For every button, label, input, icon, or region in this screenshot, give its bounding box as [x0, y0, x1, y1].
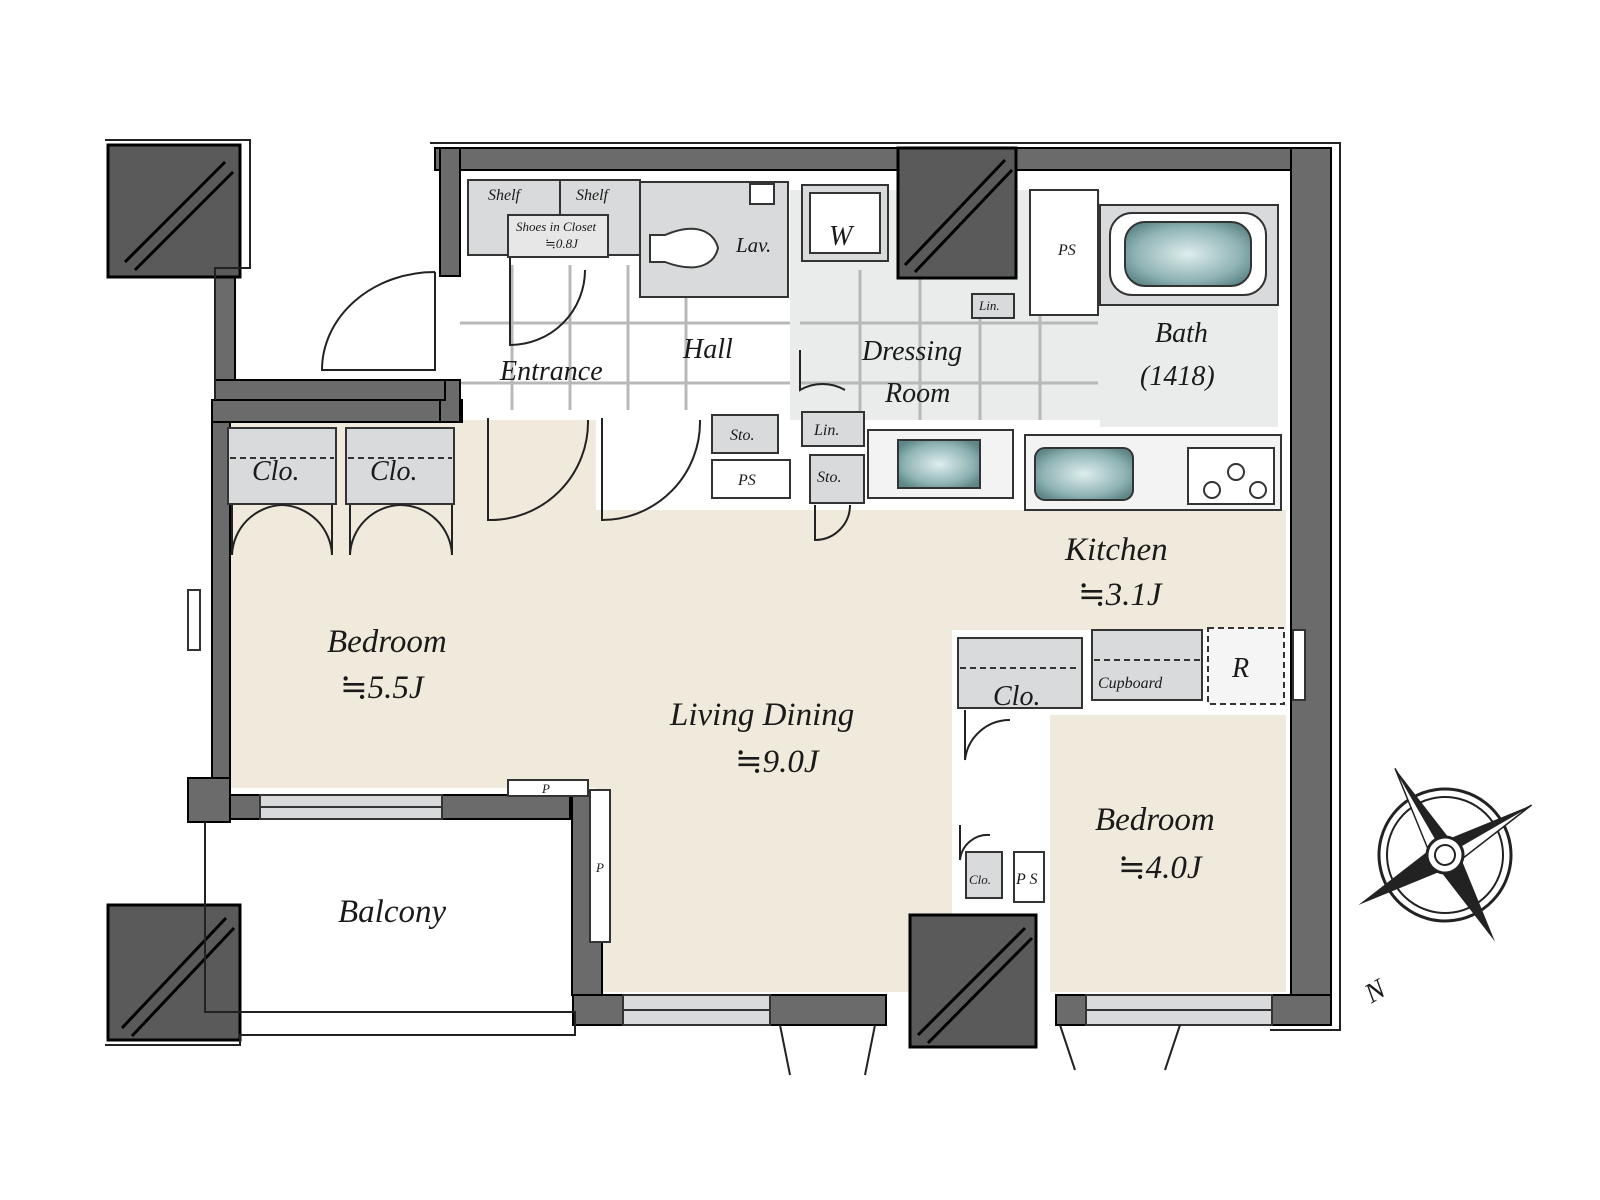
- sto-1-label: Sto.: [730, 427, 754, 444]
- kitchen-label: Kitchen: [1064, 532, 1168, 568]
- compass-rose-icon: [1358, 768, 1533, 942]
- ps-mid-label: PS: [737, 472, 756, 489]
- shoes-closet-size: ≒0.8J: [545, 236, 579, 251]
- kitchen-size-label: ≒3.1J: [1078, 577, 1163, 613]
- entrance-label: Entrance: [499, 356, 603, 387]
- structural-columns: [106, 143, 1038, 1049]
- living-dining-size-label: ≒9.0J: [735, 744, 820, 780]
- balcony-floor: [205, 820, 575, 1012]
- living-dining-label: Living Dining: [669, 697, 854, 733]
- clo-1-label: Clo.: [252, 456, 299, 487]
- hall-label: Hall: [682, 334, 733, 365]
- outer-outline: [105, 139, 1341, 1046]
- column-bottom-mid: [908, 913, 1038, 1049]
- column-top-mid: [896, 146, 1018, 280]
- shelf-right-label: Shelf: [576, 187, 611, 204]
- kitchen-floor: [596, 510, 1286, 630]
- clo-2-label: Clo.: [370, 456, 417, 487]
- column-bottom-left: [106, 903, 242, 1042]
- cupboard-label: Cupboard: [1098, 675, 1163, 692]
- ps-top-label: PS: [1057, 242, 1076, 259]
- bath-size-label: (1418): [1140, 361, 1215, 392]
- p-2-label: P: [595, 860, 604, 875]
- lav-label: Lav.: [735, 233, 771, 257]
- bedroom-1-label: Bedroom: [327, 624, 447, 660]
- room-labels: Shelf Shelf Shoes in Closet ≒0.8J Lav. W…: [252, 187, 1392, 1010]
- column-top-left: [106, 143, 242, 279]
- compass-n-label: N: [1358, 973, 1392, 1010]
- lin-mid-label: Lin.: [813, 422, 839, 439]
- walls: [187, 147, 1332, 1026]
- clo-3-label: Clo.: [993, 681, 1040, 712]
- washer-label: W: [829, 221, 855, 252]
- fixtures: [227, 179, 1285, 943]
- sto-2-label: Sto.: [817, 469, 841, 486]
- refrigerator-label: R: [1231, 653, 1249, 684]
- tile-grid: [460, 265, 1098, 420]
- balcony-label: Balcony: [338, 894, 446, 930]
- shoes-closet-label: Shoes in Closet: [516, 219, 597, 234]
- p-1-label: P: [541, 781, 550, 796]
- bedroom-2-label: Bedroom: [1095, 802, 1215, 838]
- shelf-left-label: Shelf: [488, 187, 523, 204]
- lin-top-label: Lin.: [978, 298, 1000, 313]
- bedroom-2-size-label: ≒4.0J: [1118, 850, 1203, 886]
- clo-4-label: Clo.: [969, 872, 991, 887]
- bedroom-1-size-label: ≒5.5J: [340, 670, 425, 706]
- doors: [231, 258, 1181, 1076]
- bedroom-2-floor: [1050, 715, 1286, 992]
- room-label: Room: [884, 378, 950, 409]
- bath-label: Bath: [1155, 318, 1208, 349]
- ps-bottom-label: P S: [1015, 871, 1037, 888]
- dressing-label: Dressing: [861, 336, 962, 367]
